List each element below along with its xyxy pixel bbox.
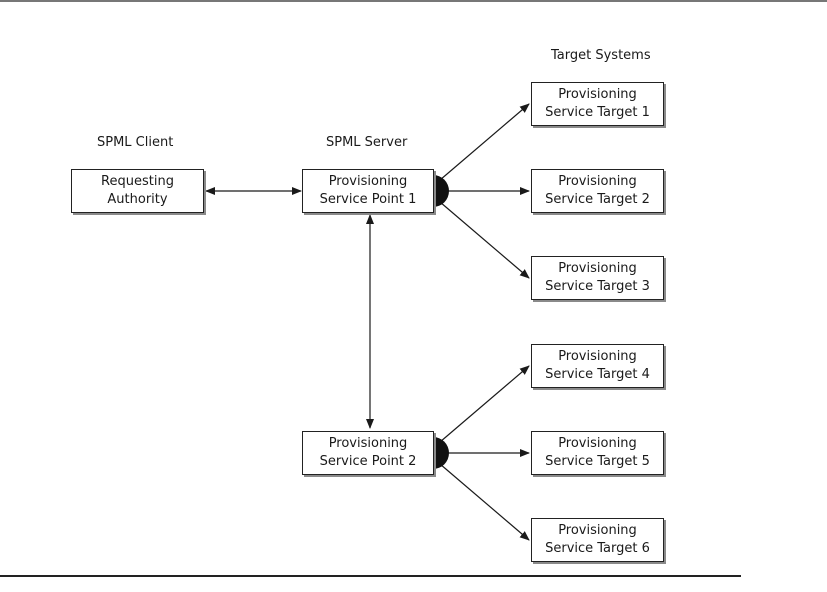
connector-psp1-pst1	[439, 103, 530, 181]
junction-dot-psp1	[433, 175, 449, 207]
top-rule	[0, 0, 827, 2]
connector-psp2-pst4	[439, 365, 530, 443]
node-provisioning-service-point-2: Provisioning Service Point 2	[302, 431, 434, 475]
node-provisioning-service-point-1: Provisioning Service Point 1	[302, 169, 434, 213]
heading-spml-server: SPML Server	[326, 135, 408, 150]
node-provisioning-service-target-5: Provisioning Service Target 5	[531, 431, 664, 475]
node-provisioning-service-target-1: Provisioning Service Target 1	[531, 82, 664, 126]
node-label-line2: Service Target 1	[545, 105, 650, 120]
node-provisioning-service-target-3: Provisioning Service Target 3	[531, 256, 664, 300]
heading-spml-client: SPML Client	[97, 135, 174, 150]
node-requesting-authority: Requesting Authority	[71, 169, 204, 213]
node-label-line1: Provisioning	[558, 261, 637, 276]
node-label-line2: Service Point 2	[319, 454, 417, 469]
junction-dot-psp2	[433, 437, 449, 469]
node-label-line1: Requesting	[101, 174, 174, 189]
node-label-line1: Provisioning	[328, 436, 408, 451]
node-label-line2: Service Target 2	[545, 192, 650, 207]
node-provisioning-service-target-6: Provisioning Service Target 6	[531, 518, 664, 562]
node-label-line2: Service Target 4	[545, 367, 650, 382]
node-label-line1: Provisioning	[328, 174, 408, 189]
node-label-line2: Authority	[107, 192, 168, 207]
connector-psp1-pst3	[439, 201, 530, 279]
node-provisioning-service-target-4: Provisioning Service Target 4	[531, 344, 664, 388]
connector-psp2-pst6	[439, 463, 530, 541]
node-label-line1: Provisioning	[558, 436, 637, 451]
node-label-line2: Service Target 6	[545, 541, 650, 556]
node-label-line2: Service Target 3	[545, 279, 650, 294]
heading-target-systems: Target Systems	[551, 48, 651, 63]
bottom-rule	[0, 575, 741, 577]
node-label-line1: Provisioning	[558, 87, 637, 102]
node-provisioning-service-target-2: Provisioning Service Target 2	[531, 169, 664, 213]
node-label-line2: Service Target 5	[545, 454, 650, 469]
node-label-line2: Service Point 1	[319, 192, 417, 207]
node-label-line1: Provisioning	[558, 174, 637, 189]
node-label-line1: Provisioning	[558, 349, 637, 364]
node-label-line1: Provisioning	[558, 523, 637, 538]
